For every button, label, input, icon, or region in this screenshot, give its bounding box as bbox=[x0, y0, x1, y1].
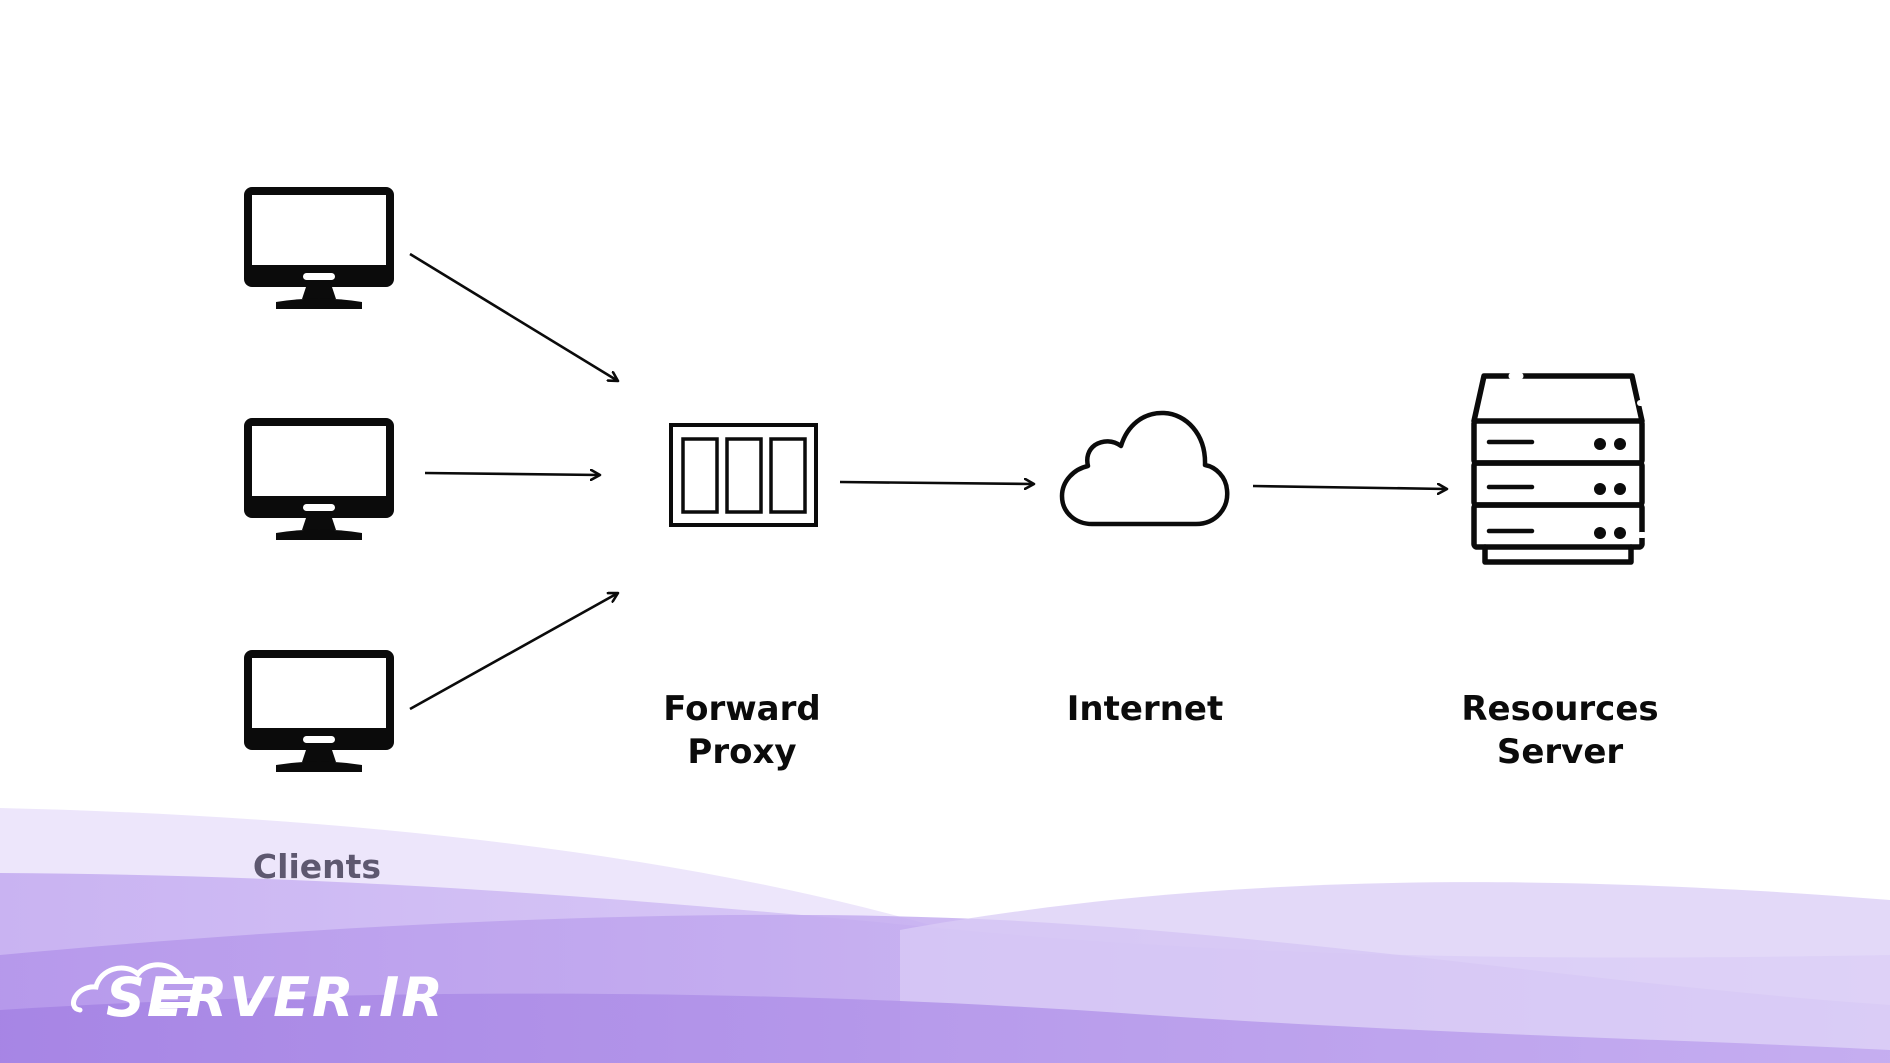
server-rack-icon bbox=[1471, 372, 1647, 565]
wave-background bbox=[0, 808, 1890, 1063]
logo-text: SERVER.IR bbox=[106, 966, 445, 1029]
client-monitor-icon-2 bbox=[244, 418, 394, 540]
arrow-client3-to-proxy bbox=[409, 593, 618, 711]
wave-layer-c bbox=[0, 993, 1890, 1063]
label-resources-server-line2: Server bbox=[1497, 732, 1624, 772]
logo-stripes bbox=[158, 978, 194, 1008]
proxy-icon bbox=[669, 423, 818, 527]
label-internet: Internet bbox=[1067, 689, 1223, 729]
label-clients: Clients bbox=[253, 847, 381, 886]
arrow-internet-to-server bbox=[1252, 486, 1447, 489]
client-monitor-icon-1 bbox=[244, 187, 394, 309]
arrow-client2-to-proxy bbox=[424, 473, 600, 475]
label-forward-proxy-line2: Proxy bbox=[687, 732, 796, 772]
label-forward-proxy-line1: Forward bbox=[663, 689, 820, 729]
arrow-proxy-to-internet bbox=[839, 482, 1034, 484]
server-ir-logo: SERVER.IR bbox=[71, 962, 445, 1029]
client-monitor-icon-3 bbox=[244, 650, 394, 772]
cloud-logo-icon bbox=[71, 962, 185, 1013]
arrow-client1-to-proxy bbox=[409, 252, 618, 381]
label-resources-server-line1: Resources bbox=[1461, 689, 1658, 729]
server-status-dots bbox=[1594, 438, 1626, 539]
cloud-icon bbox=[1059, 410, 1230, 527]
